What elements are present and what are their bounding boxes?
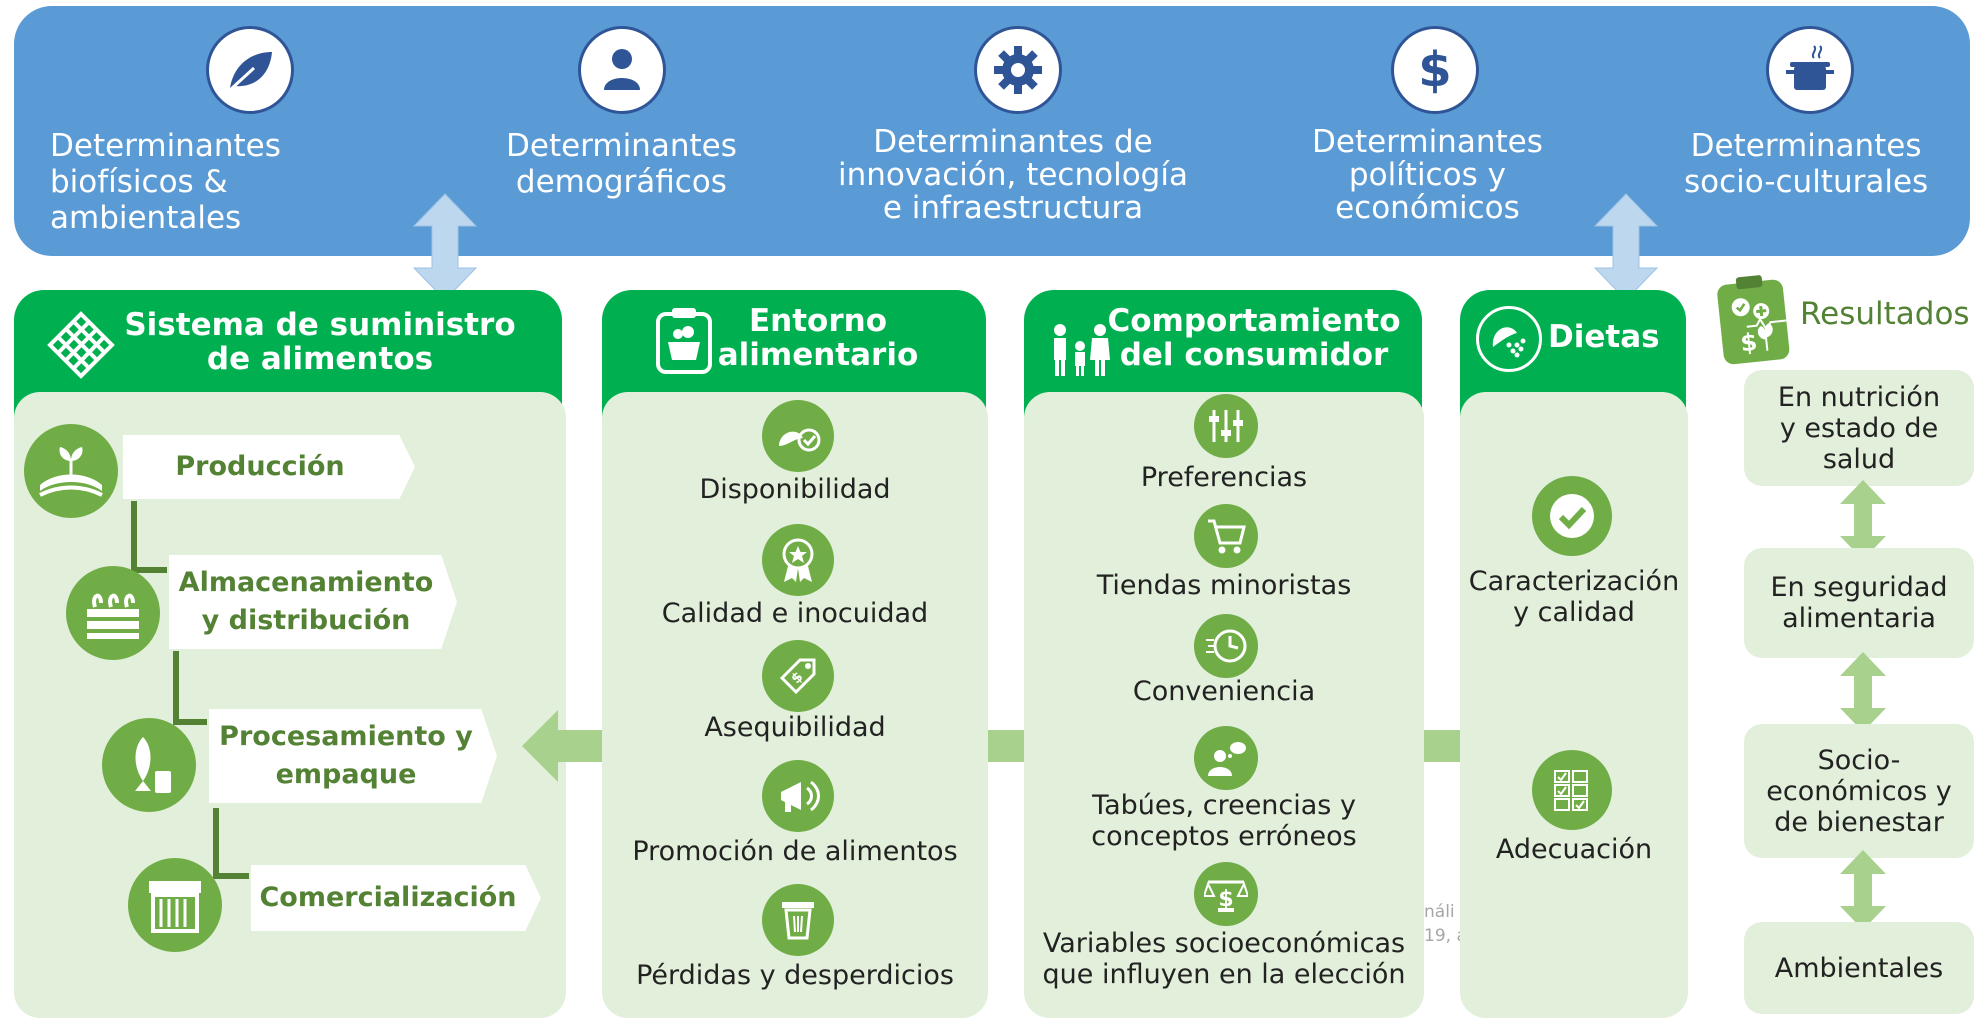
two-way-arrow-results-3 [1840, 850, 1886, 930]
storage-distribution-label: Almacenamiento y distribución [178, 567, 434, 636]
results-title: Resultados [1800, 296, 1970, 332]
result-nutrition-health: En nutrición y estado de salud [1744, 370, 1974, 486]
market-stall-icon [128, 858, 222, 952]
price-tag-icon: $ [762, 640, 834, 712]
socioeconomic-variables-label: Variables socioeconómicas que influyen e… [1042, 928, 1406, 990]
checklist-icon [1532, 750, 1612, 830]
svg-text:$: $ [1739, 328, 1759, 358]
availability-label: Disponibilidad [699, 474, 891, 505]
two-way-arrow-results-2 [1840, 652, 1886, 732]
taboos-beliefs-label: Tabúes, creencias y conceptos erróneos [1091, 790, 1357, 852]
supply-system-title: Sistema de suministro de alimentos [124, 307, 516, 377]
loss-waste-label: Pérdidas y desperdicios [636, 960, 954, 991]
vegetables-check-icon [762, 400, 834, 472]
shopping-cart-icon [1194, 504, 1258, 568]
result-environmental: Ambientales [1744, 922, 1974, 1014]
dollar-icon: $ [1391, 26, 1479, 114]
determinant-demographic-label: Determinantes demográficos [506, 128, 737, 200]
production-box [121, 433, 418, 501]
woven-grid-icon [47, 311, 115, 379]
trash-bin-icon [762, 884, 834, 956]
food-seeds-icon [1476, 306, 1542, 372]
characterization-quality-label: Caracterización y calidad [1468, 566, 1680, 628]
field-sprout-icon [24, 424, 118, 518]
quality-safety-label: Calidad e inocuidad [661, 598, 929, 629]
determinant-biophysical-label: Determinantes biofísicos & ambientales [50, 128, 281, 236]
family-icon [1054, 324, 1110, 376]
two-way-arrow-results-1 [1840, 480, 1886, 560]
determinant-political-label: Determinantes políticos y económicos [1312, 124, 1543, 226]
result-food-security: En seguridad alimentaria [1744, 548, 1974, 658]
checkmark-icon [1532, 476, 1612, 556]
storage-distribution-box [167, 553, 460, 651]
gear-icon [974, 26, 1062, 114]
sliders-icon [1194, 394, 1258, 458]
processing-packaging-label: Procesamiento y empaque [219, 721, 473, 790]
crate-icon [66, 566, 160, 660]
two-way-arrow-left [412, 193, 478, 301]
award-ribbon-icon [762, 524, 834, 596]
megaphone-icon [762, 760, 834, 832]
money-scale-icon: $ [1194, 862, 1258, 926]
cooking-pot-icon [1766, 26, 1854, 114]
commercialization-box [249, 863, 544, 933]
convenience-label: Conveniencia [1132, 676, 1316, 707]
food-promotion-label: Promoción de alimentos [632, 836, 958, 867]
consumer-behavior-title: Comportamiento del consumidor [1107, 303, 1401, 373]
determinant-innovation-label: Determinantes de innovación, tecnología … [838, 124, 1188, 226]
adequacy-label: Adecuación [1495, 834, 1653, 865]
person-icon [578, 26, 666, 114]
preferences-label: Preferencias [1140, 462, 1308, 493]
commercialization-label: Comercialización [259, 882, 517, 913]
leaf-icon [206, 26, 294, 114]
diets-title: Dietas [1548, 319, 1660, 355]
fast-clock-icon [1194, 614, 1258, 678]
processing-packaging-box [207, 707, 500, 805]
retail-stores-label: Tiendas minoristas [1096, 570, 1352, 601]
process-connector [131, 492, 274, 884]
thinking-person-icon [1194, 726, 1258, 790]
determinant-sociocultural-label: Determinantes socio-culturales [1684, 128, 1929, 200]
affordability-label: Asequibilidad [704, 712, 886, 743]
svg-text:$: $ [1218, 887, 1233, 912]
result-socioeconomic-wellbeing: Socio- económicos y de bienestar [1744, 724, 1974, 858]
health-results-clipboard-icon: $ [1717, 275, 1790, 365]
production-label: Producción [175, 451, 345, 482]
two-way-arrow-right [1593, 193, 1659, 301]
fish-can-icon [102, 718, 196, 812]
clipboard-basket-icon [656, 308, 712, 374]
food-environment-title: Entorno alimentario [717, 303, 919, 373]
